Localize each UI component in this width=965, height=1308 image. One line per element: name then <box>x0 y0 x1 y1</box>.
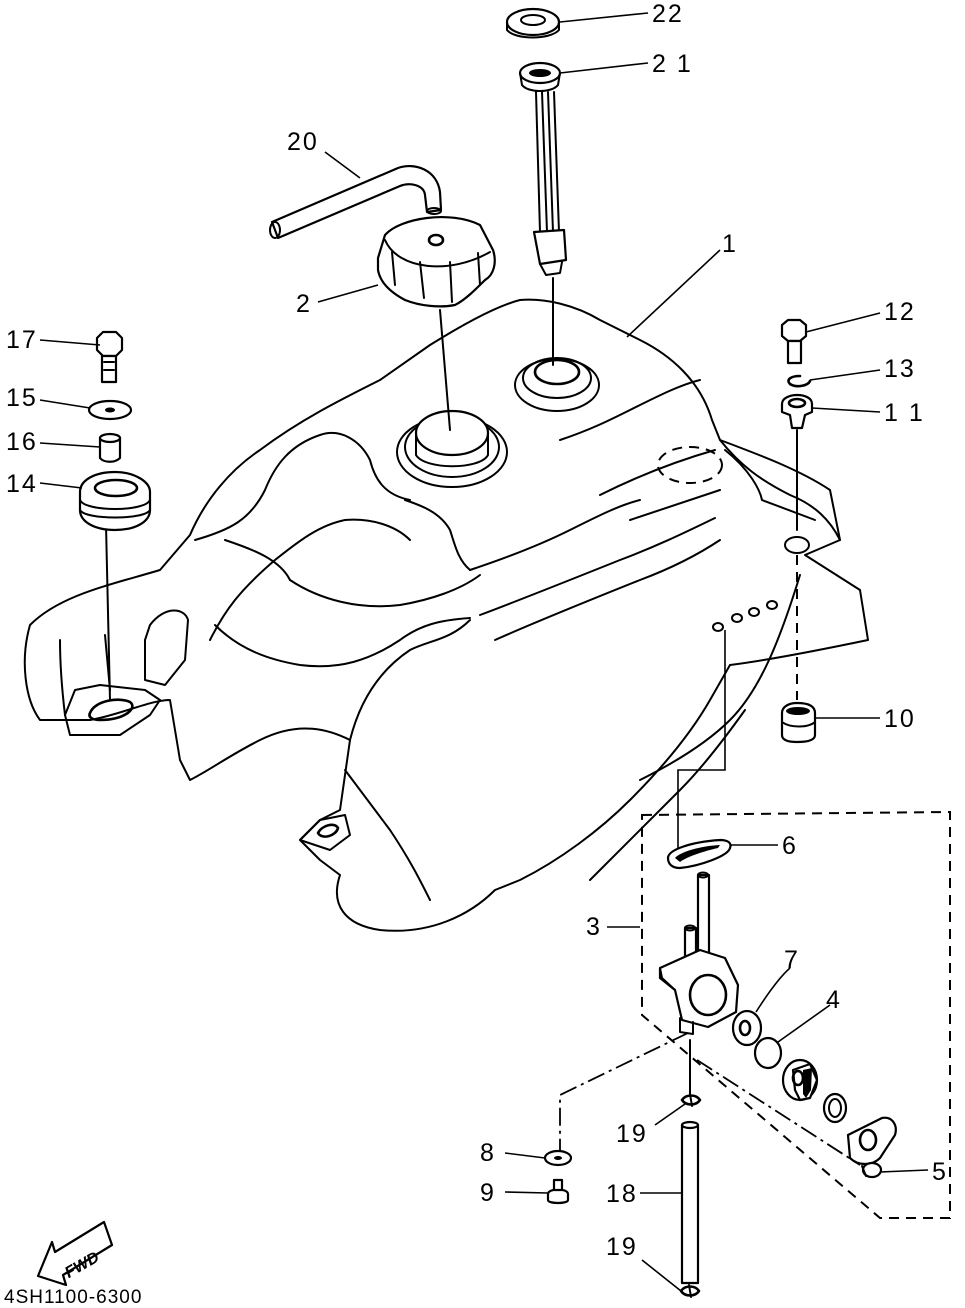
callout-14: 14 <box>6 470 38 498</box>
callout-10: 10 <box>884 705 916 733</box>
fuel-cap-2 <box>376 215 496 308</box>
fwd-arrow-icon: FWD <box>36 1220 114 1287</box>
callout-18: 18 <box>606 1180 638 1208</box>
callout-4: 4 <box>826 986 842 1014</box>
callout-5: 5 <box>932 1158 948 1186</box>
callout-6: 6 <box>782 832 798 860</box>
screw-9 <box>546 1178 570 1205</box>
damper-14 <box>78 470 152 532</box>
callout-9: 9 <box>480 1179 496 1207</box>
callout-8: 8 <box>480 1139 496 1167</box>
damper-10 <box>780 701 817 744</box>
clip-19-top <box>680 1093 702 1107</box>
screw-5 <box>861 1161 883 1179</box>
washer-15 <box>87 399 133 421</box>
fuel-cock-assembly-outline <box>641 810 951 1219</box>
callout-15: 15 <box>6 384 38 412</box>
breather-hose-20 <box>269 165 443 240</box>
o-ring-small <box>822 1092 848 1124</box>
bolt-12 <box>780 318 808 365</box>
fuel-hose-18 <box>680 1120 700 1285</box>
callout-16: 16 <box>6 428 38 456</box>
fuel-sender-21 <box>518 61 568 276</box>
callout-13: 13 <box>884 355 916 383</box>
collar-16 <box>98 432 122 463</box>
callout-20: 20 <box>287 128 319 156</box>
callout-1: 1 <box>722 230 738 258</box>
fuel-cock-lever <box>781 1058 819 1102</box>
callout-21: 2 1 <box>652 50 693 78</box>
callout-7: 7 <box>784 946 800 974</box>
gasket-6 <box>666 838 732 870</box>
callout-labels: 22 2 1 20 1 2 17 15 16 14 12 13 1 1 10 6… <box>6 0 948 1261</box>
assembly-lines <box>105 277 861 1166</box>
callout-17: 17 <box>6 326 38 354</box>
bolt-17 <box>95 330 124 384</box>
leader-lines <box>39 12 929 1292</box>
callout-19-bottom: 19 <box>606 1233 638 1261</box>
callout-19-top: 19 <box>616 1120 648 1148</box>
collar-11 <box>780 393 814 430</box>
callout-2: 2 <box>296 290 312 318</box>
circlip-13 <box>787 374 812 388</box>
o-ring-4 <box>753 1036 783 1070</box>
callout-22: 22 <box>652 0 684 28</box>
fuel-cock-3 <box>658 871 740 1035</box>
callout-12: 12 <box>884 298 916 326</box>
filter-7 <box>731 1009 763 1047</box>
callout-11: 1 1 <box>884 399 925 427</box>
grommet-22 <box>505 7 561 39</box>
washer-8 <box>543 1149 573 1167</box>
diagram-code: 4SH1100-6300 <box>4 1287 142 1308</box>
callout-3: 3 <box>586 913 602 941</box>
clip-19-bottom <box>679 1284 701 1298</box>
lever-plate <box>846 1116 897 1166</box>
fuel-tank <box>23 298 869 932</box>
